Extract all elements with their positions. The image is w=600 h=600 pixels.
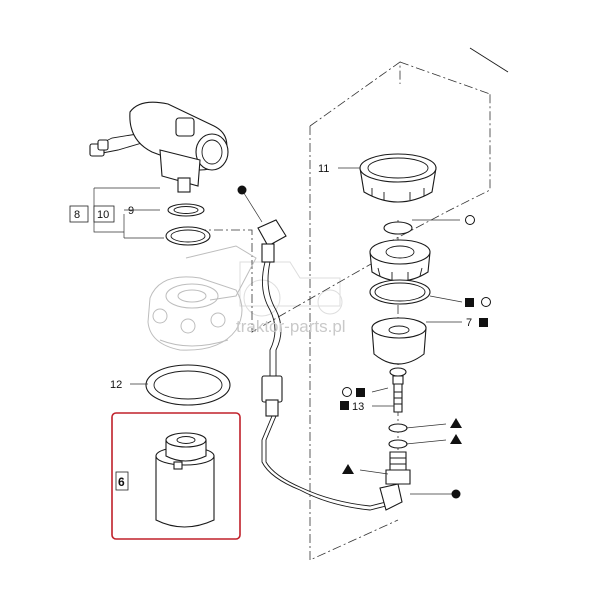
sealing-washer	[388, 423, 408, 433]
ring-nut-11	[359, 153, 437, 203]
filter-head-housing	[147, 245, 257, 351]
filled-circle-symbol	[451, 489, 461, 499]
filled-circle-symbol	[237, 185, 247, 195]
square-symbol	[340, 401, 349, 410]
part-label-10: 10	[97, 209, 109, 221]
part-label-12: 12	[110, 379, 122, 391]
part-label-11: 11	[318, 163, 329, 175]
open-circle-symbol	[342, 387, 352, 397]
o-ring-large	[369, 279, 431, 305]
open-circle-symbol	[481, 297, 491, 307]
water-sensor	[385, 451, 411, 485]
water-sensor-harness	[257, 219, 403, 511]
axis-line-top	[399, 61, 491, 95]
bowl-collar	[369, 239, 431, 282]
square-symbol	[356, 388, 365, 397]
electric-pump-motor	[89, 101, 229, 193]
part-label-6: 6	[118, 475, 125, 489]
drain-screw-13	[389, 367, 407, 413]
sensor-seal	[388, 439, 408, 449]
filter-highlight-frame	[111, 412, 241, 540]
open-circle-symbol	[465, 215, 475, 225]
square-symbol	[465, 298, 474, 307]
part-label-7: 7	[466, 317, 472, 329]
page-border-line	[469, 47, 509, 73]
fuel-filter-cartridge	[155, 432, 215, 528]
axis-line-center	[309, 61, 401, 561]
part-label-9: 9	[128, 205, 134, 217]
o-ring-small-upper	[383, 221, 413, 235]
axis-line-left	[197, 94, 491, 333]
triangle-symbol	[450, 434, 462, 444]
o-ring-9	[167, 203, 205, 217]
triangle-symbol	[450, 418, 462, 428]
gasket-12	[145, 364, 231, 406]
square-symbol	[479, 318, 488, 327]
part-label-8: 8	[74, 209, 80, 221]
water-bowl-7	[371, 317, 427, 365]
part-label-13: 13	[352, 401, 364, 413]
watermark-text: traktor-parts.pl	[236, 317, 346, 336]
triangle-symbol	[342, 464, 354, 474]
